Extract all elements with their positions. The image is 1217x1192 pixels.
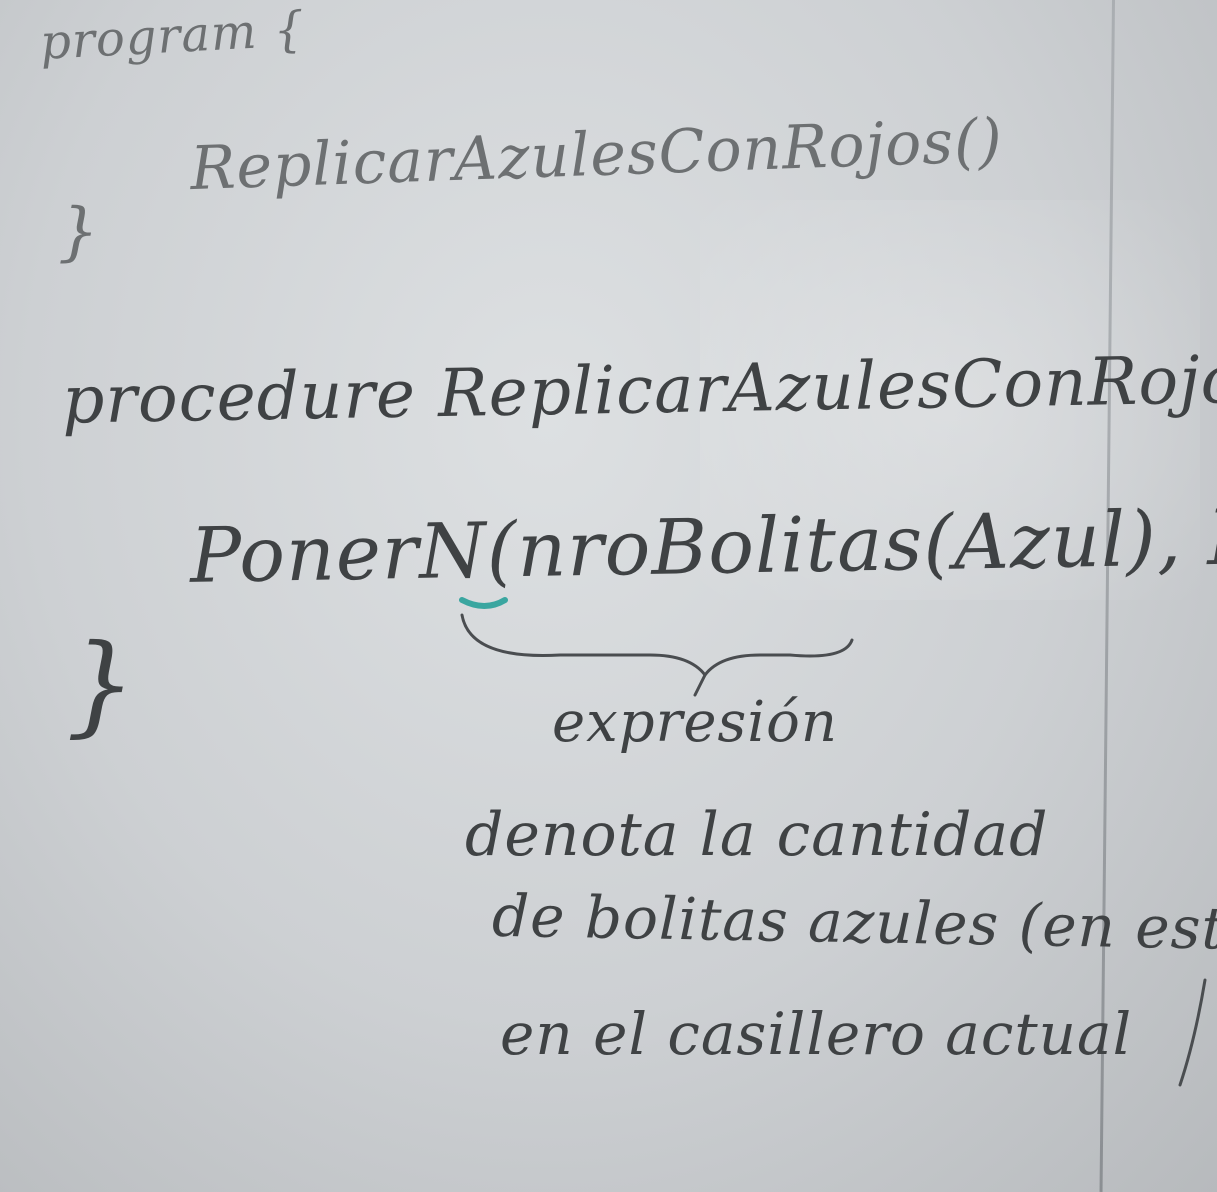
curly-brace-mark [460,613,854,678]
note-line-3: en el casillero actual [500,1000,1133,1068]
note-close-paren-mark [1178,978,1207,1087]
note-line-1: denota la cantidad [465,800,1049,870]
brace-pointer-mark [693,673,707,697]
teal-underline-mark [459,597,508,609]
procedure-close-brace: } [66,620,137,748]
program-close-brace: } [58,195,100,269]
brace-label: expresión [552,690,838,755]
